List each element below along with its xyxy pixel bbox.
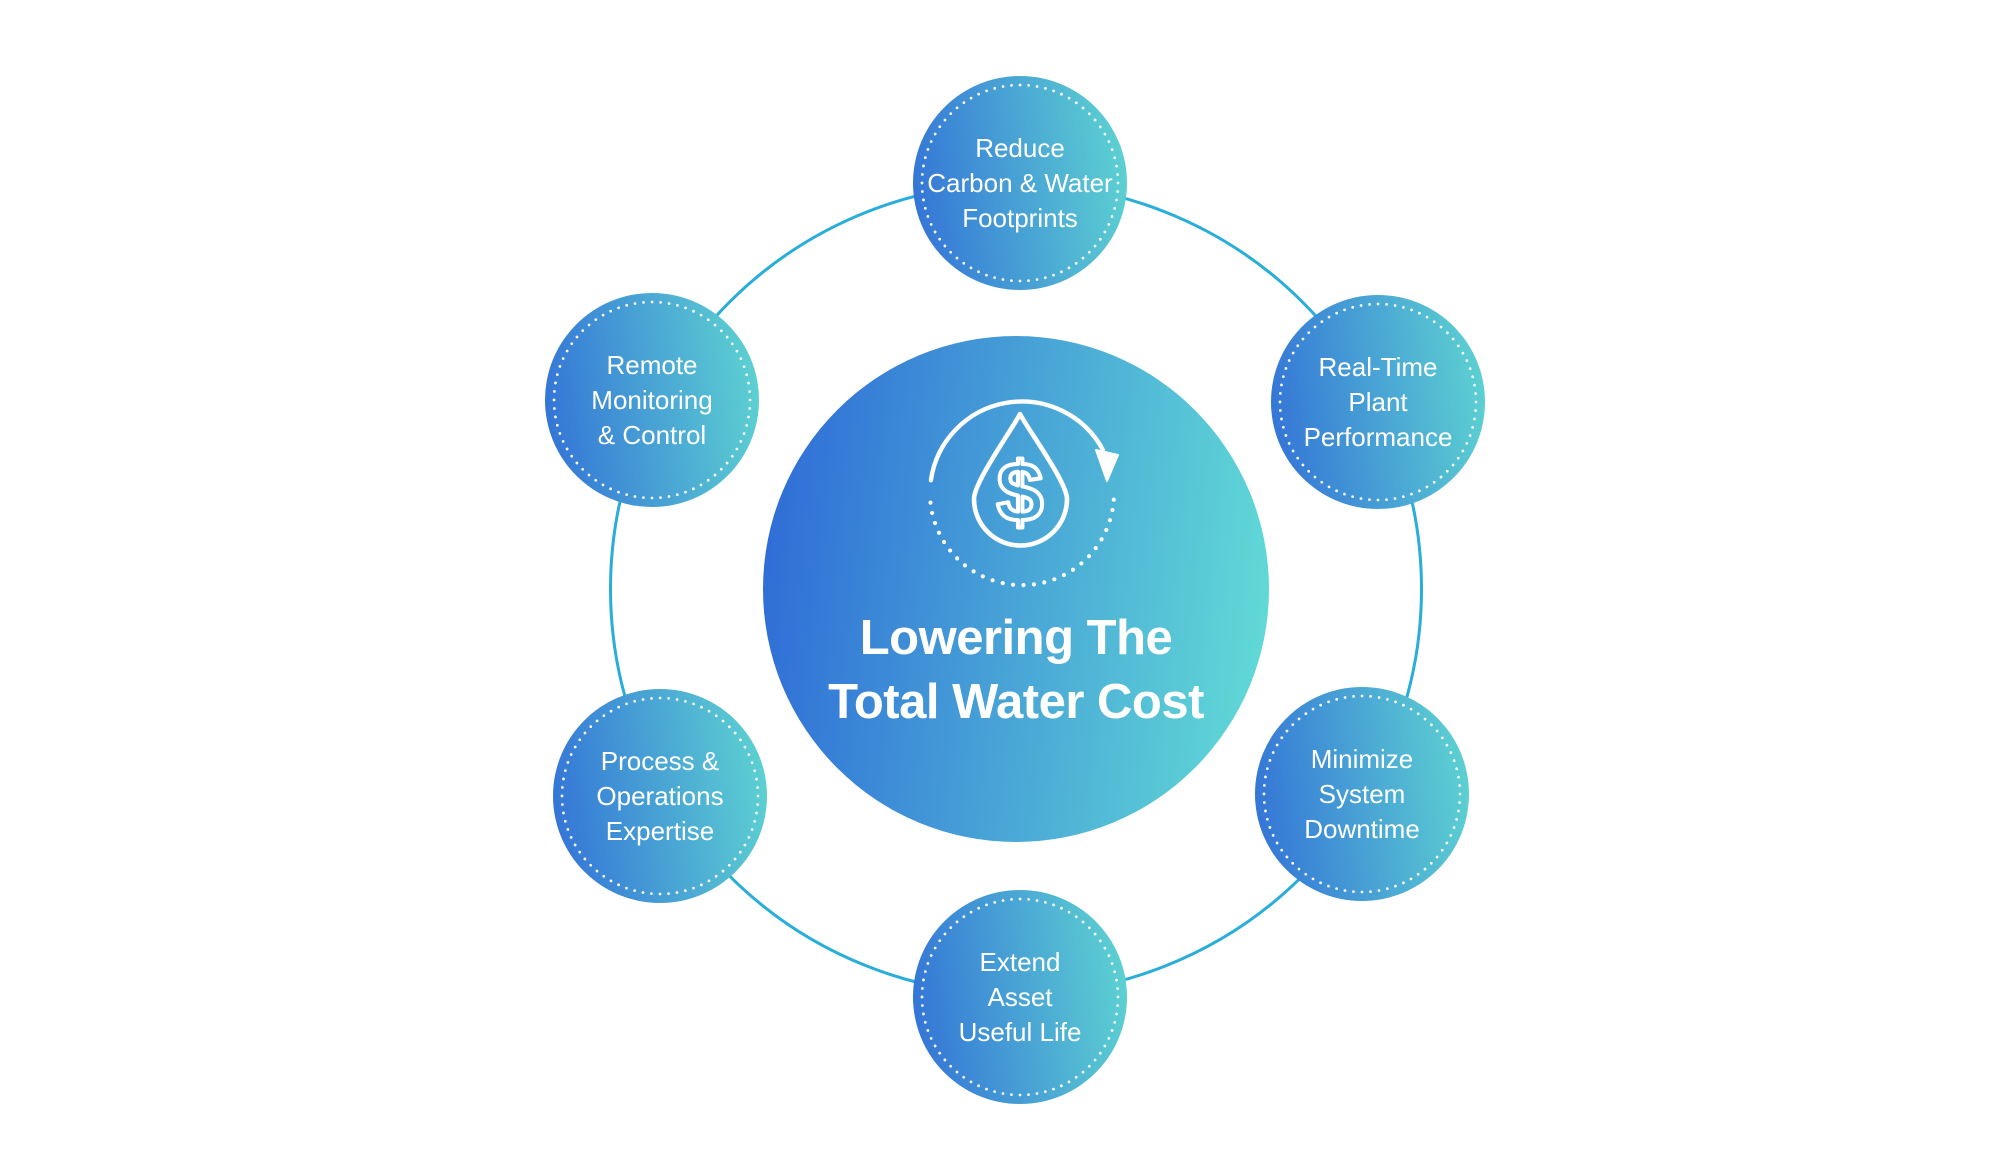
satellite-label-line: & Control <box>597 419 707 450</box>
dotted-border <box>552 300 752 500</box>
satellite-label-line: Carbon & Water <box>927 167 1113 198</box>
center-circle: $ Lowering The Total Water Cost <box>763 336 1269 842</box>
cycle-arrow-arc <box>928 399 1106 483</box>
dollar-sign-icon: $ <box>997 445 1044 539</box>
satellite-label: Extend Asset Useful Life <box>913 890 1127 1104</box>
satellite-label: Minimize System Downtime <box>1255 687 1469 901</box>
water-drop-icon <box>971 411 1070 548</box>
satellite-label-line: Extend <box>979 946 1061 977</box>
satellite-label: Reduce Carbon & Water Footprints <box>913 76 1127 290</box>
dotted-border <box>920 83 1120 283</box>
satellite-process-expertise: Process & Operations Expertise <box>553 689 767 903</box>
satellite-label-line: Footprints <box>962 202 1078 233</box>
satellite-label: Remote Monitoring & Control <box>545 293 759 507</box>
satellite-label-line: Minimize <box>1310 743 1414 774</box>
satellite-label-line: Performance <box>1303 421 1453 452</box>
cycle-dotted-arc <box>928 497 1116 588</box>
dotted-border <box>920 897 1120 1097</box>
dollar-water-drop-cycle-icon: $ <box>928 399 1119 588</box>
satellite-label-line: Expertise <box>605 815 715 846</box>
dotted-border <box>1262 694 1462 894</box>
dotted-border <box>560 696 760 896</box>
dotted-border <box>1278 302 1478 502</box>
satellite-label-line: Process & <box>600 745 720 776</box>
center-title: Lowering The Total Water Cost <box>763 606 1269 734</box>
satellite-label-line: Reduce <box>975 132 1065 163</box>
center-title-line: Total Water Cost <box>828 675 1204 729</box>
satellite-label-line: System <box>1318 778 1406 809</box>
satellite-label: Real-Time Plant Performance <box>1271 295 1485 509</box>
satellite-remote-monitoring: Remote Monitoring & Control <box>545 293 759 507</box>
satellite-minimize-downtime: Minimize System Downtime <box>1255 687 1469 901</box>
satellite-reduce-footprints: Reduce Carbon & Water Footprints <box>913 76 1127 290</box>
satellite-label-line: Asset <box>987 981 1053 1012</box>
satellite-label-line: Plant <box>1348 386 1408 417</box>
satellite-label: Process & Operations Expertise <box>553 689 767 903</box>
satellite-label-line: Monitoring <box>591 384 713 415</box>
satellite-real-time-performance: Real-Time Plant Performance <box>1271 295 1485 509</box>
center-title-line: Lowering The <box>859 611 1173 665</box>
satellite-label-line: Operations <box>596 780 724 811</box>
satellite-label-line: Downtime <box>1304 813 1420 844</box>
satellite-extend-asset-life: Extend Asset Useful Life <box>913 890 1127 1104</box>
satellite-label-line: Real-Time <box>1318 351 1438 382</box>
satellite-label-line: Remote <box>606 349 698 380</box>
cycle-arrow-head-icon <box>1095 449 1119 482</box>
satellite-label-line: Useful Life <box>958 1016 1082 1047</box>
